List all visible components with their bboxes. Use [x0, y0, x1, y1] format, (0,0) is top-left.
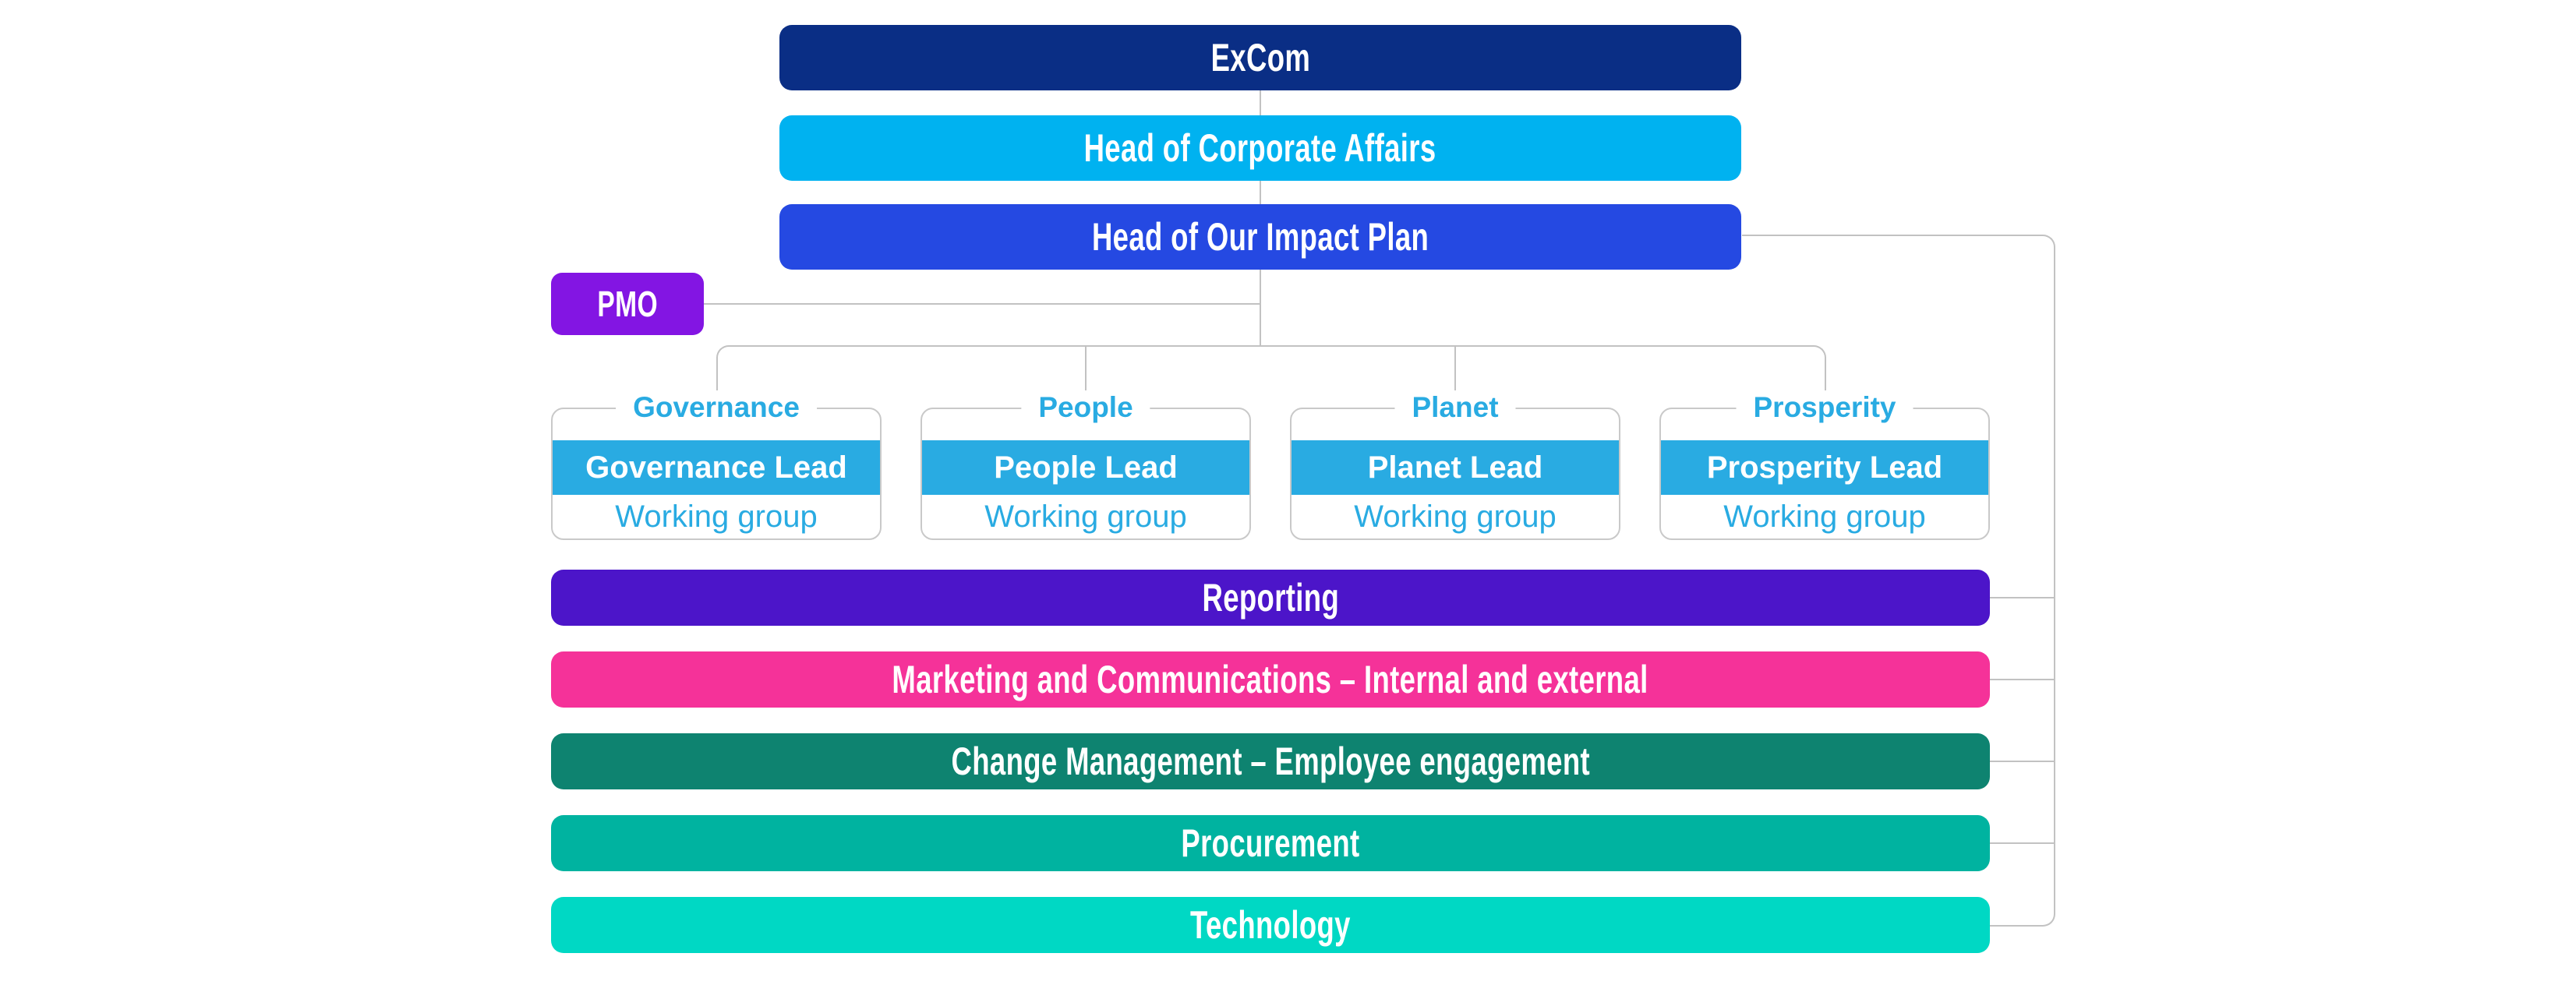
connector-drop-people — [1085, 345, 1087, 392]
function-bar-label: Technology — [1190, 903, 1351, 947]
pillar-card-people: People People Lead Working group — [921, 390, 1251, 540]
pillar-lead-label: Prosperity Lead — [1706, 450, 1943, 485]
pillar-card-planet: Planet Planet Lead Working group — [1290, 390, 1620, 540]
connector-stub-change — [1990, 761, 2055, 762]
function-bar-change-management: Change Management – Employee engagement — [551, 733, 1990, 789]
pillar-title: Governance — [616, 390, 817, 425]
pillar-title: People — [1021, 390, 1150, 425]
connector-corporate-to-impact — [1260, 181, 1261, 205]
function-bar-label: Marketing and Communications – Internal … — [892, 658, 1649, 701]
pillar-lead-bar: Governance Lead — [553, 440, 880, 495]
pillar-working-group: Working group — [984, 499, 1187, 534]
pillar-card-prosperity: Prosperity Prosperity Lead Working group — [1659, 390, 1990, 540]
function-bar-label: Procurement — [1181, 821, 1360, 865]
connector-stub-marketing — [1990, 679, 2055, 680]
pillar-working-group: Working group — [1723, 499, 1926, 534]
function-bar-marketing-communications: Marketing and Communications – Internal … — [551, 651, 1990, 708]
head-of-corporate-affairs-box: Head of Corporate Affairs — [779, 115, 1741, 181]
function-bar-label: Reporting — [1202, 576, 1339, 620]
connector-right-spine — [1990, 266, 2055, 927]
connector-pillar-rail — [716, 345, 1826, 394]
pmo-label: PMO — [597, 284, 658, 324]
connector-drop-planet — [1454, 345, 1456, 392]
function-bar-reporting: Reporting — [551, 570, 1990, 626]
pmo-box: PMO — [551, 273, 704, 335]
function-bar-technology: Technology — [551, 897, 1990, 953]
excom-label: ExCom — [1210, 36, 1310, 79]
pillar-lead-bar: Prosperity Lead — [1661, 440, 1988, 495]
connector-stub-procurement — [1990, 842, 2055, 844]
pillar-card-governance: Governance Governance Lead Working group — [551, 390, 882, 540]
pillar-title: Planet — [1394, 390, 1516, 425]
pillar-working-group: Working group — [1354, 499, 1557, 534]
connector-impact-to-pillars — [1260, 270, 1261, 347]
function-bar-label: Change Management – Employee engagement — [951, 740, 1590, 783]
head-of-our-impact-plan-label: Head of Our Impact Plan — [1091, 215, 1429, 259]
pillar-lead-bar: Planet Lead — [1292, 440, 1619, 495]
function-bar-procurement: Procurement — [551, 815, 1990, 871]
pillar-lead-label: People Lead — [994, 450, 1178, 485]
excom-box: ExCom — [779, 25, 1741, 90]
head-of-our-impact-plan-box: Head of Our Impact Plan — [779, 204, 1741, 270]
pillar-working-group: Working group — [615, 499, 818, 534]
head-of-corporate-affairs-label: Head of Corporate Affairs — [1084, 126, 1436, 170]
pillar-lead-bar: People Lead — [922, 440, 1249, 495]
connector-stub-reporting — [1990, 597, 2055, 598]
pillar-title: Prosperity — [1736, 390, 1913, 425]
pillar-lead-label: Planet Lead — [1367, 450, 1543, 485]
connector-right-top — [1742, 235, 2055, 267]
connector-excom-to-corporate — [1260, 90, 1261, 115]
connector-pmo-line — [704, 303, 1260, 305]
pillar-lead-label: Governance Lead — [585, 450, 847, 485]
